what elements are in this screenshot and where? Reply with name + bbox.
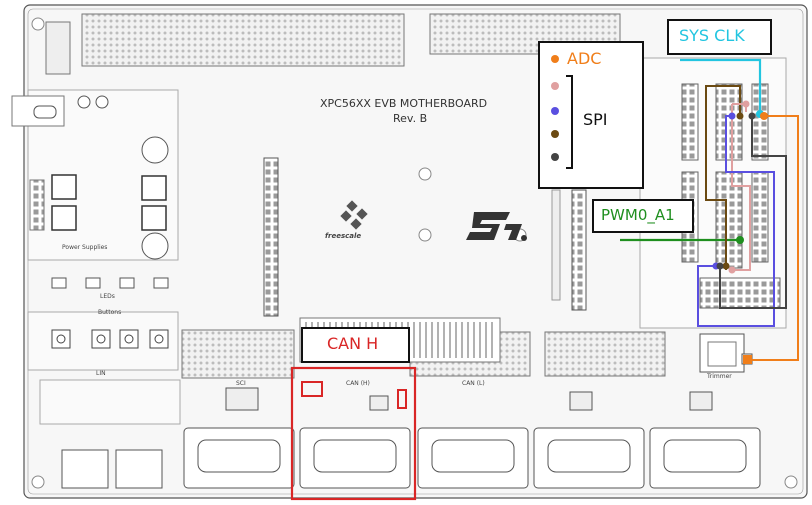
freescale-logo-text: freescale — [325, 232, 362, 240]
board-revision: Rev. B — [393, 112, 428, 125]
adc-label: ADC — [567, 49, 602, 68]
spi-wire-gray — [719, 116, 787, 309]
can-h-jumper-right — [397, 389, 407, 409]
led-row — [51, 277, 169, 289]
header-pin-markers — [712, 100, 768, 364]
hd-connector-right — [571, 189, 587, 311]
sys-clk-label-box — [667, 19, 772, 55]
sys-clk-label: SYS CLK — [679, 26, 745, 45]
hd-connector-left — [263, 157, 279, 317]
lin-label: LIN — [96, 370, 106, 377]
spi-wire-blue — [697, 115, 775, 327]
spi-bracket — [566, 75, 573, 169]
trimmer-label: Trimmer — [707, 373, 732, 380]
sci-label: SCI — [236, 380, 246, 387]
can-h-jumper-left — [301, 381, 323, 397]
power-supplies-label: Power Supplies — [62, 244, 108, 251]
adc-wire — [748, 115, 799, 361]
adc-legend-dot — [551, 55, 559, 63]
db9-connectors — [183, 427, 761, 489]
spi-legend-dot-1 — [551, 82, 559, 90]
button-row — [27, 311, 179, 371]
spi-legend-dot-3 — [551, 130, 559, 138]
adc-spi-legend-box — [538, 41, 644, 189]
buttons-label: Buttons — [98, 309, 122, 316]
leds-label: LEDs — [100, 293, 115, 300]
mounting-holes — [31, 17, 798, 489]
st-logo — [466, 212, 527, 241]
proto-area-top-left — [81, 13, 405, 67]
can-h-silk-label: CAN (H) — [346, 380, 370, 387]
can-h-highlight-box — [290, 366, 417, 501]
spi-legend-dot-4 — [551, 153, 559, 161]
pwm-label: PWM0_A1 — [601, 206, 675, 224]
pwm-label-box — [592, 199, 694, 233]
can-h-label-box — [301, 327, 410, 363]
board-title: XPC56XX EVB MOTHERBOARD — [320, 97, 488, 110]
spi-legend-dot-2 — [551, 107, 559, 115]
can-l-silk-label: CAN (L) — [462, 380, 485, 387]
sys-clk-wire — [680, 58, 762, 112]
pwm-dot — [736, 236, 744, 244]
spi-label: SPI — [583, 110, 608, 129]
can-h-label: CAN H — [327, 334, 379, 353]
spi-wire-brown — [705, 85, 741, 270]
